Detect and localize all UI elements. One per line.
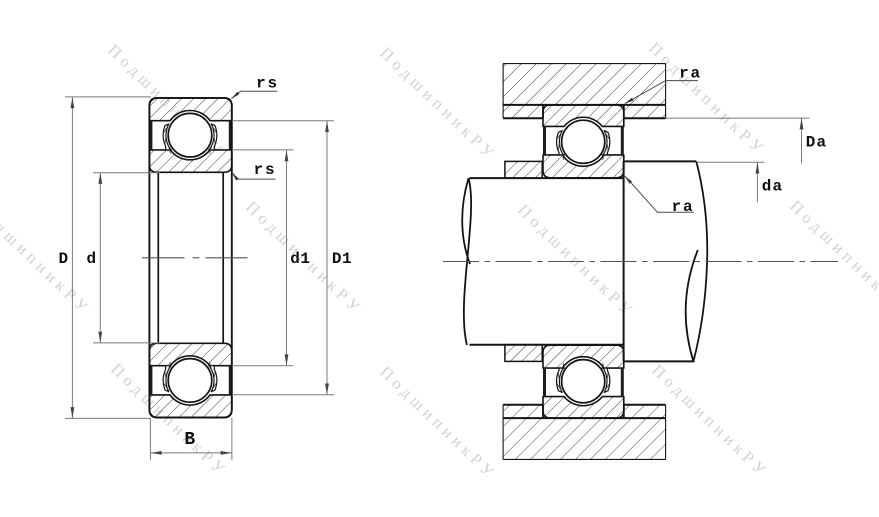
svg-text:rs: rs (256, 74, 279, 92)
svg-text:Da: Da (806, 133, 828, 151)
svg-text:ra: ra (679, 64, 702, 82)
svg-text:d: d (86, 250, 96, 268)
svg-text:d1: d1 (290, 250, 310, 268)
svg-text:D1: D1 (332, 250, 352, 268)
svg-text:da: da (762, 178, 784, 196)
svg-text:D: D (58, 250, 68, 268)
svg-text:rs: rs (254, 161, 277, 179)
svg-text:ra: ra (672, 198, 695, 216)
svg-text:B: B (184, 430, 195, 450)
